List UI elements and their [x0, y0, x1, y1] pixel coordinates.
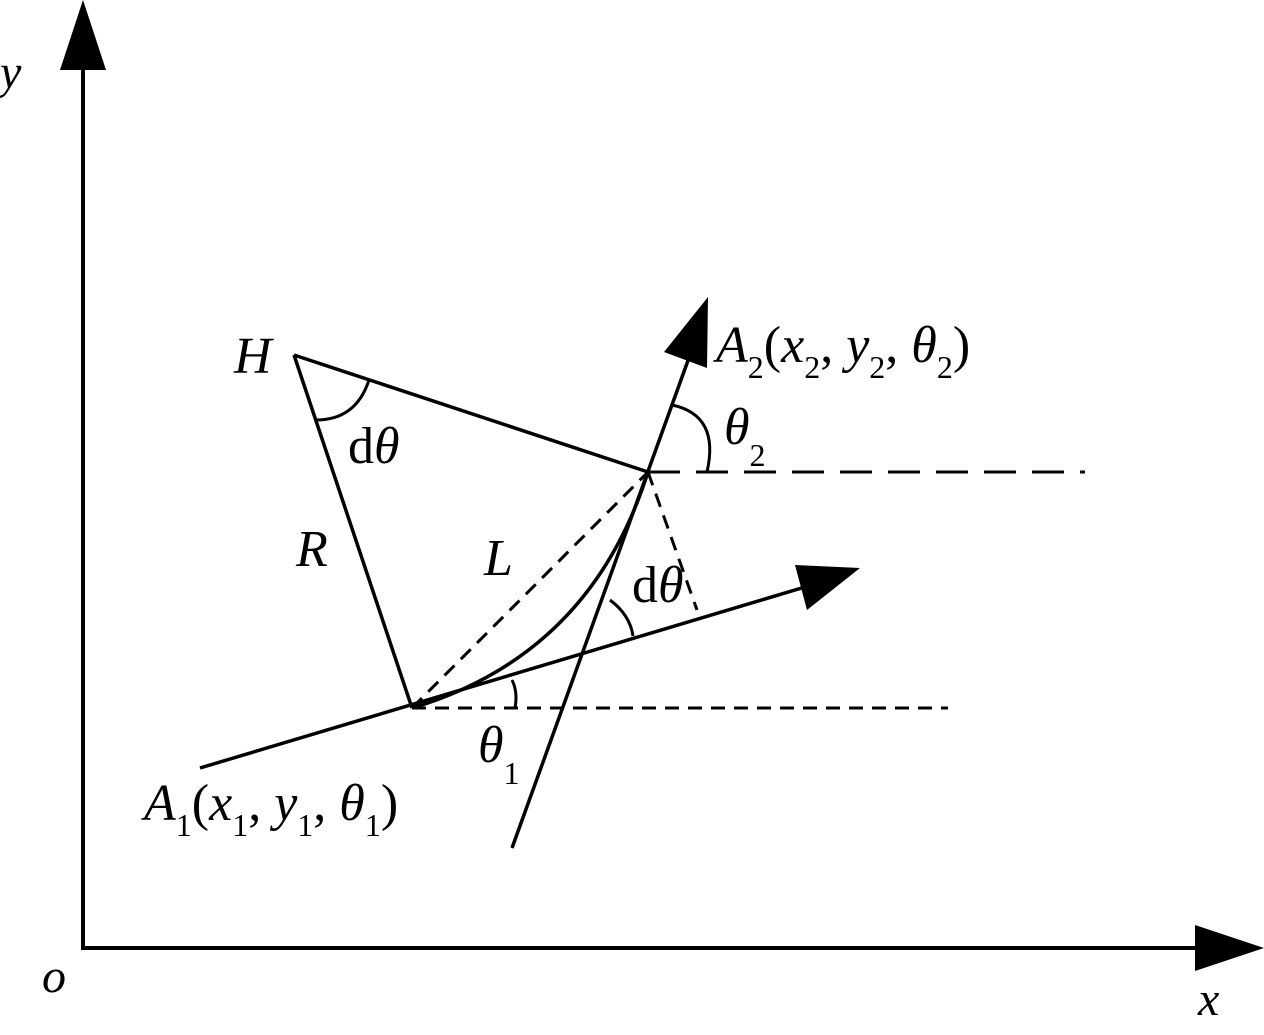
heading-A1	[199, 585, 806, 770]
angle-arc-theta1	[510, 679, 518, 709]
dashed-radius-A2	[646, 471, 699, 611]
origin-label: o	[42, 950, 66, 1003]
label-L: L	[483, 530, 513, 587]
angle-arc-theta2	[671, 403, 712, 473]
point-H-label: H	[233, 328, 274, 385]
point-A2-label: A2(x2, y2, θ2)	[713, 317, 970, 385]
angle-arc-dtheta-H	[315, 379, 371, 422]
segment-H-A2	[293, 353, 649, 474]
segment-R	[292, 354, 414, 709]
label-dtheta-H: dθ	[348, 418, 400, 475]
x-axis-arrowhead	[1195, 925, 1264, 971]
label-dtheta-mid: dθ	[632, 557, 684, 614]
heading-A2-arrowhead	[664, 297, 708, 368]
heading-A1-arrowhead	[795, 565, 860, 610]
heading-A2	[510, 354, 692, 849]
arc-path	[411, 471, 650, 710]
label-R: R	[295, 521, 328, 578]
point-A1-label: A1(x1, y1, θ1)	[141, 775, 398, 843]
y-axis-arrowhead	[60, 0, 106, 70]
y-axis-label: y	[0, 46, 22, 99]
angle-arc-dtheta-mid	[609, 598, 635, 637]
x-axis-label: x	[1197, 973, 1219, 1026]
label-theta2: θ2	[724, 399, 766, 473]
chord-L	[410, 470, 650, 710]
label-theta1: θ1	[478, 717, 520, 791]
